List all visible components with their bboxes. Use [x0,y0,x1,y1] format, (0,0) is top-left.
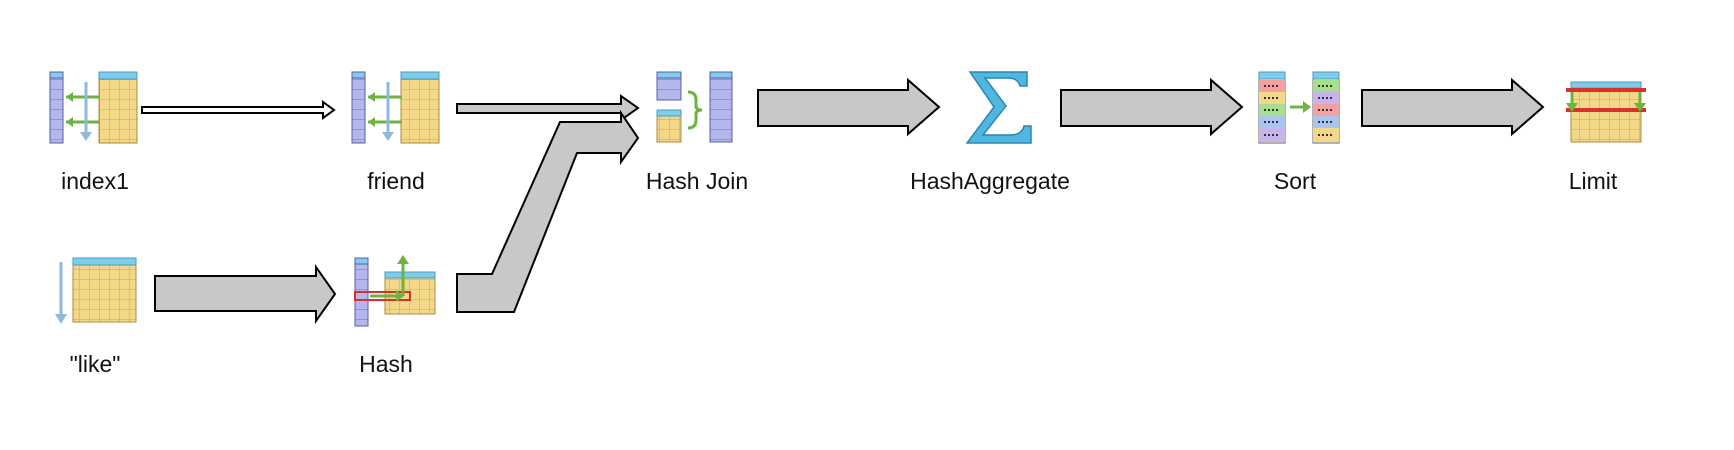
seq-scan-icon [55,257,137,324]
node-sort[interactable]: Sort [1258,71,1340,194]
sigma-aggregate-icon [965,71,1032,144]
node-label-hash-join: Hash Join [646,168,748,194]
node-label-hashaggregate: HashAggregate [910,168,1070,194]
node-friend[interactable]: friend [351,71,440,194]
node-hash[interactable]: Hash [354,255,436,377]
node-label-index1: index1 [61,168,129,194]
edge-hash-to-hash-join [456,109,640,313]
node-label-friend: friend [367,168,425,194]
sort-icon [1258,71,1340,144]
edge-friend-to-hash-join [456,94,640,122]
limit-icon [1566,81,1646,143]
node-label-hash: Hash [359,351,413,377]
node-label-limit: Limit [1569,168,1618,194]
node-hash-join[interactable]: Hash Join [646,71,748,194]
edge-index1-to-friend [141,100,336,120]
node-label-sort: Sort [1274,168,1317,194]
edge-like-to-hash [154,263,337,325]
hash-icon [354,255,436,327]
edge-hash-join-to-hashaggregate [757,77,941,137]
node-limit[interactable]: Limit [1566,81,1646,194]
node-hashaggregate[interactable]: HashAggregate [910,71,1070,194]
node-label-like: "like" [70,351,121,377]
edge-hashaggregate-to-sort [1060,77,1244,137]
hash-join-icon [656,71,733,143]
node-index1[interactable]: index1 [49,71,138,194]
node-like[interactable]: "like" [55,257,137,377]
index-scan-icon [49,71,138,144]
index-scan-icon [351,71,440,144]
edge-sort-to-limit [1361,77,1545,137]
